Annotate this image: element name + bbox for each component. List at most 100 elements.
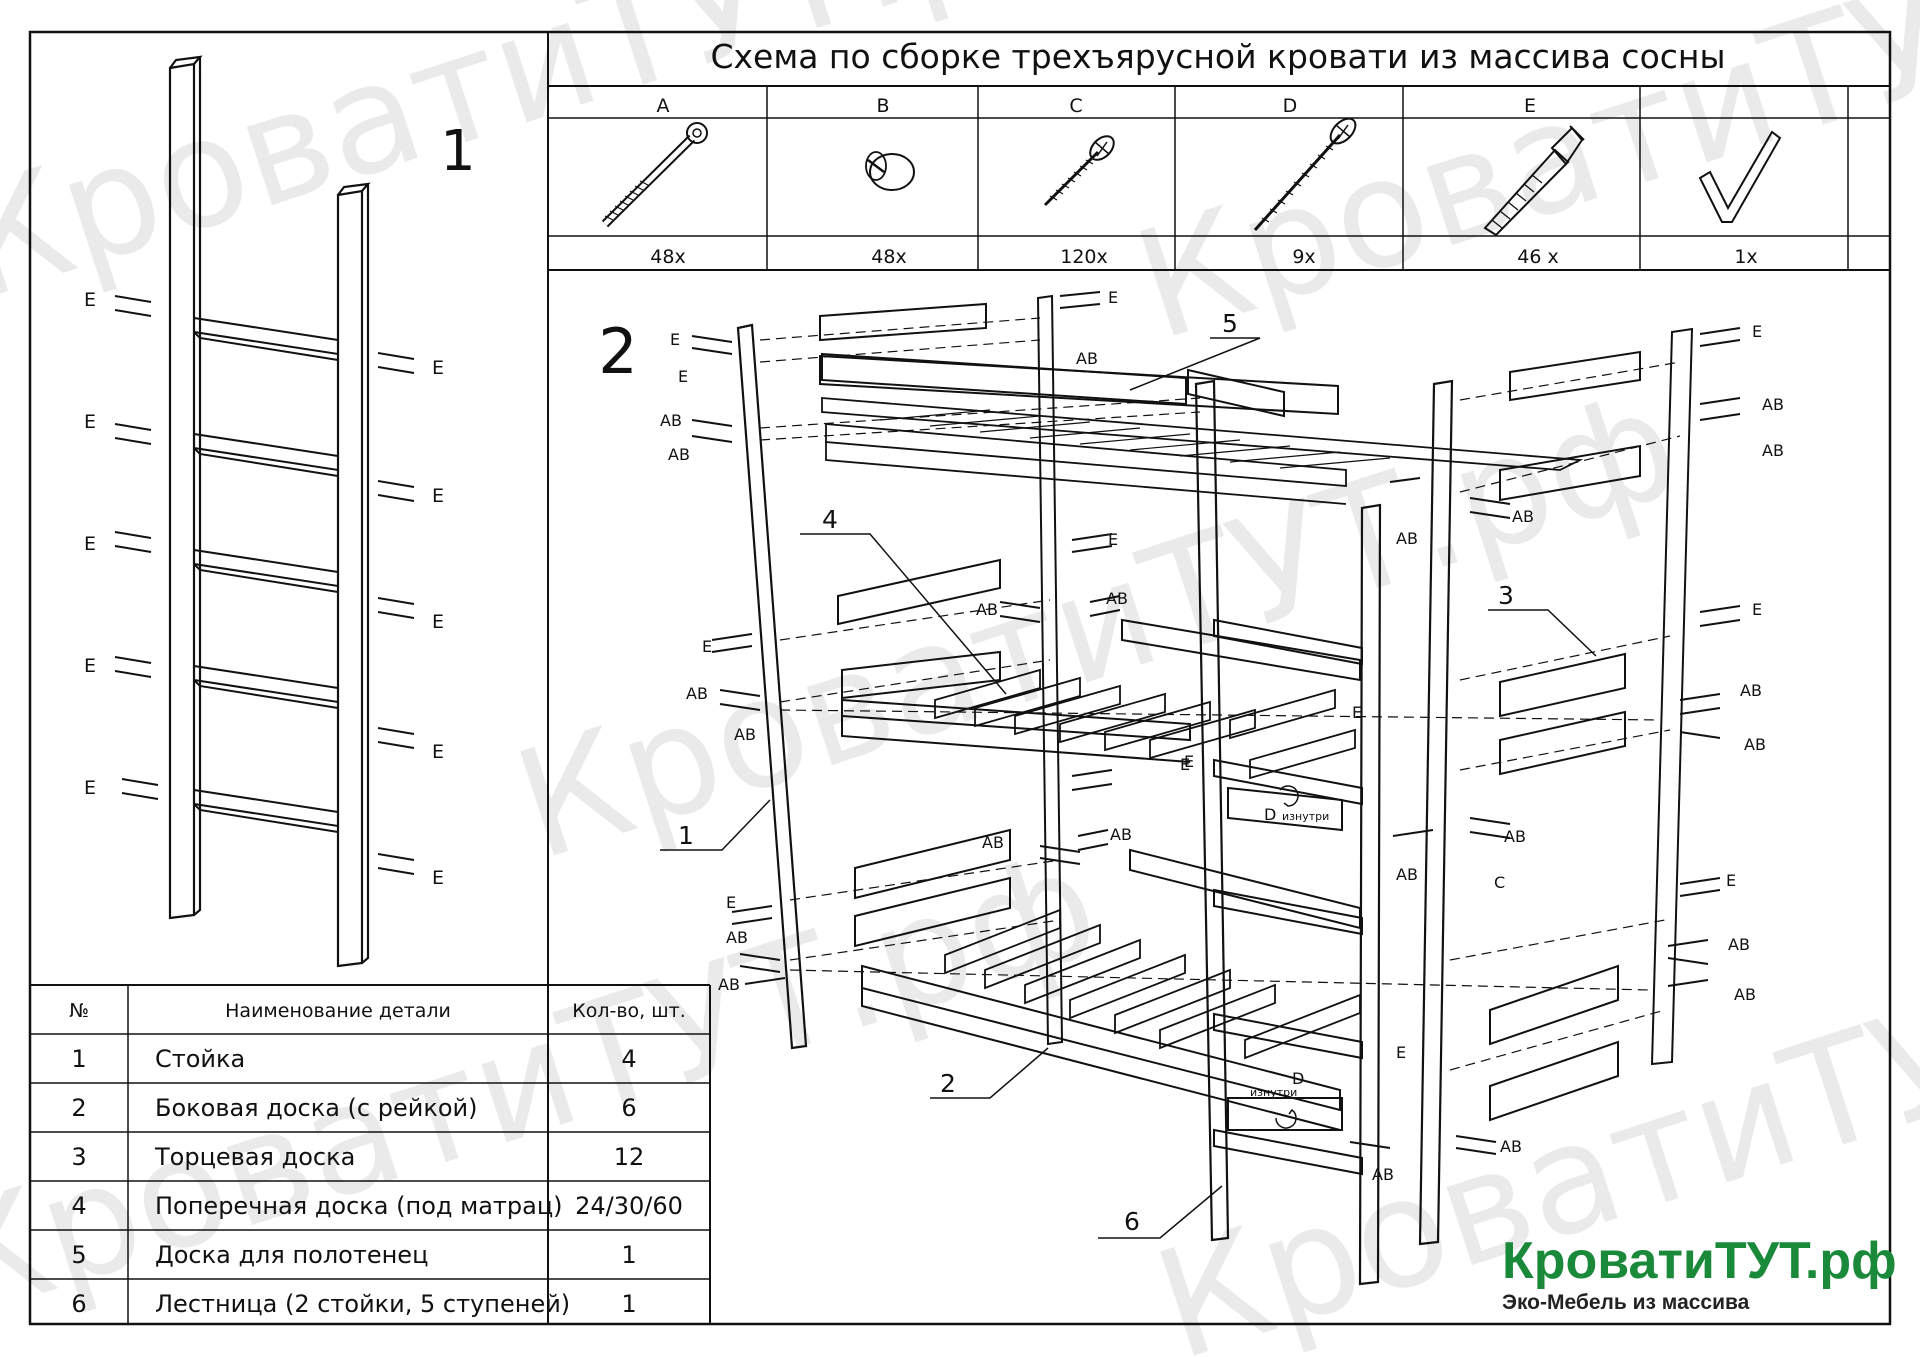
ladder-screws-right [377,352,415,875]
ladder-label-e: E [84,411,96,433]
label-ab: AB [1106,589,1128,608]
ladder-label-e: E [432,485,444,507]
ladder-screws-left [114,295,159,800]
parts-row-name: Стойка [155,1045,245,1073]
assembly-guides [759,317,1681,1071]
ladder-label-e: E [432,867,444,889]
middle-platform [837,558,1626,780]
callout-6: 6 [1124,1207,1140,1236]
parts-row-num: 6 [71,1290,86,1318]
brand-tagline: Эко-Мебель из массива [1502,1291,1750,1314]
parts-row-qty: 4 [621,1045,636,1073]
parts-row-qty: 12 [614,1143,645,1171]
inner-board-d2 [1227,1097,1343,1131]
label-ab: AB [1500,1137,1522,1156]
page-title: Схема по сборке трехъярусной кровати из … [710,37,1725,76]
fastener-a-count: 48x [650,246,685,268]
fasteners-table: A B C D E 48x 48x 120x 9x 46 x 1x [548,86,1890,271]
label-e: E [702,637,712,656]
label-e: E [1108,288,1118,307]
hex-key-icon [1698,130,1782,223]
front-right-post [1418,379,1454,1246]
label-e: E [1180,755,1190,774]
ladder-label-e: E [84,655,96,677]
fastener-b-letter: B [876,95,889,117]
parts-row-name: Торцевая доска [154,1143,355,1171]
label-e: E [1184,752,1194,771]
leader-lines [660,337,1597,1239]
rotate-arrow-icon [1279,785,1299,807]
fastener-a-letter: A [657,95,670,117]
parts-row-num: 5 [71,1241,86,1269]
ladder-label-e: E [432,741,444,763]
short-screw-icon [1043,135,1115,207]
label-e: E [1352,703,1362,722]
label-ab: AB [1504,827,1526,846]
fastener-e-count: 46 x [1517,246,1558,268]
parts-row-num: 3 [71,1143,86,1171]
label-ab: AB [734,725,756,744]
watermark-3: КроватиТУТ.рф [497,357,1696,895]
label-inside: изнутри [1282,810,1329,823]
label-ab: AB [1740,681,1762,700]
towel-board [821,352,1187,406]
label-c: C [1494,873,1505,892]
parts-row-name: Доска для полотенец [155,1241,428,1269]
label-ab: AB [726,928,748,947]
parts-row-name: Боковая доска (с рейкой) [155,1094,477,1122]
fastener-b-count: 48x [871,246,906,268]
brand-logo: КроватиТУТ.рф Эко-Мебель из массива [1502,1232,1897,1314]
parts-header-name: Наименование детали [225,1000,451,1022]
parts-row-qty: 1 [621,1290,636,1318]
ladder-label-e: E [432,611,444,633]
fastener-d-count: 9x [1292,246,1315,268]
label-e: E [670,330,680,349]
callout-5: 5 [1222,309,1238,338]
section-1-number: 1 [440,119,476,184]
label-e: E [1752,322,1762,341]
parts-row-qty: 24/30/60 [575,1192,683,1220]
label-ab: AB [668,445,690,464]
callout-1: 1 [678,821,694,850]
label-ab: AB [976,600,998,619]
label-ab: AB [1762,441,1784,460]
parts-row-qty: 1 [621,1241,636,1269]
fastener-c-count: 120x [1060,246,1108,268]
label-ab: AB [1762,395,1784,414]
label-ab: AB [660,411,682,430]
label-ab: AB [1728,935,1750,954]
label-e: E [1726,871,1736,890]
label-ab: AB [982,833,1004,852]
label-e: E [1108,530,1118,549]
front-left-post [736,323,808,1050]
parts-row-name: Поперечная доска (под матрац) [155,1192,563,1220]
parts-header-qty: Кол-во, шт. [572,1000,686,1022]
label-e: E [726,893,736,912]
callout-2: 2 [940,1069,956,1098]
long-screw-icon [1253,117,1357,232]
rotate-arrow-icon [1275,1108,1297,1129]
label-d: D [1292,1069,1304,1088]
callout-3: 3 [1498,581,1514,610]
fastener-e-letter: E [1524,95,1536,117]
label-ab: AB [1372,1165,1394,1184]
inner-board-d1 [1227,786,1343,832]
brand-name: КроватиТУТ.рф [1502,1232,1897,1290]
label-ab: AB [1396,529,1418,548]
parts-row-qty: 6 [621,1094,636,1122]
label-ab: AB [1512,507,1534,526]
rear-right-post [1650,327,1694,1066]
barrel-nut-icon [865,151,915,191]
label-ab: AB [1734,985,1756,1004]
ladder-label-e: E [432,357,444,379]
label-ab: AB [718,975,740,994]
label-e: E [678,367,688,386]
label-inside: изнутри [1250,1086,1297,1099]
label-d: D [1264,805,1276,824]
ladder-label-e: E [84,289,96,311]
rear-left-post [1036,294,1064,1046]
label-ab: AB [686,684,708,703]
label-ab: AB [1744,735,1766,754]
ladder-drawing: E E E E E E E E E E [84,55,444,968]
